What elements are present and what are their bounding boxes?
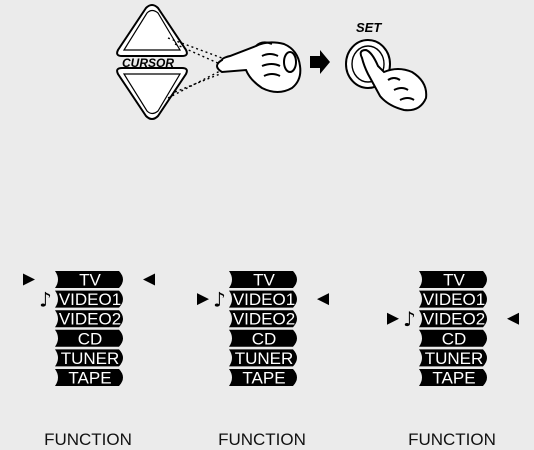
function-item-label: TV [253, 271, 275, 290]
right-triangle-icon [23, 273, 35, 286]
function-item-label: VIDEO2 [423, 310, 485, 329]
function-item[interactable]: TV [55, 271, 123, 290]
function-item[interactable]: TUNER [419, 349, 487, 368]
function-item[interactable]: VIDEO1 [55, 290, 123, 309]
cursor-down-button[interactable] [116, 67, 188, 120]
function-caption: FUNCTION [218, 430, 306, 449]
function-item[interactable]: CD [55, 329, 123, 348]
function-item-label: VIDEO1 [423, 290, 485, 309]
right-arrow-icon [310, 50, 330, 74]
function-item[interactable]: TAPE [419, 369, 487, 388]
function-item-bar [419, 329, 487, 347]
function-item-label: VIDEO1 [59, 290, 121, 309]
function-item-label: CD [442, 329, 467, 348]
function-item-label: VIDEO1 [233, 290, 295, 309]
function-item[interactable]: VIDEO2 [55, 310, 123, 329]
function-item-bar [229, 369, 297, 386]
function-item-label: TAPE [68, 369, 111, 388]
function-item[interactable]: TV [419, 271, 487, 290]
music-note-icon: ♪ [403, 307, 416, 331]
cursor-up-button[interactable] [116, 4, 188, 57]
function-item-label: TUNER [61, 349, 120, 368]
function-item[interactable]: TAPE [55, 369, 123, 388]
function-item-label: CD [252, 329, 277, 348]
function-item[interactable]: VIDEO1 [229, 290, 297, 309]
function-item-bar [229, 349, 297, 367]
cursor-buttons[interactable]: CURSOR [116, 4, 188, 120]
left-triangle-icon [317, 293, 329, 306]
function-item-label: TUNER [425, 349, 484, 368]
function-item-label: TAPE [242, 369, 285, 388]
function-item-bar [419, 349, 487, 367]
function-item-bar [419, 290, 487, 308]
function-item-bar [55, 310, 123, 328]
pointing-hand-icon [216, 41, 302, 93]
function-item[interactable]: VIDEO2 [419, 310, 487, 329]
function-item[interactable]: VIDEO2 [229, 310, 297, 329]
function-item-bar [419, 271, 487, 288]
pressing-hand-icon [359, 48, 428, 112]
set-label: SET [356, 20, 382, 35]
function-item-label: TV [79, 271, 101, 290]
music-note-icon: ♪ [213, 288, 226, 312]
function-item[interactable]: TUNER [55, 349, 123, 368]
function-item-bar [229, 290, 297, 308]
function-item-label: CD [78, 329, 103, 348]
press-motion-lines [167, 37, 223, 99]
function-item-bar [55, 290, 123, 308]
function-item-label: TAPE [432, 369, 475, 388]
function-item-bar [229, 329, 297, 347]
function-columns: TVVIDEO1VIDEO2CDTUNERTAPE♪FUNCTIONTVVIDE… [23, 271, 519, 449]
function-item[interactable]: VIDEO1 [419, 290, 487, 309]
function-item-label: TV [443, 271, 465, 290]
function-item-label: VIDEO2 [233, 310, 295, 329]
function-item-bar [55, 349, 123, 367]
function-item-bar [55, 271, 123, 288]
function-item-label: VIDEO2 [59, 310, 121, 329]
function-item-bar [419, 310, 487, 328]
function-item-label: TUNER [235, 349, 294, 368]
function-item[interactable]: TV [229, 271, 297, 290]
function-item-bar [229, 310, 297, 328]
left-triangle-icon [507, 312, 519, 325]
function-item-bar [55, 369, 123, 386]
function-caption: FUNCTION [44, 430, 132, 449]
function-item[interactable]: CD [419, 329, 487, 348]
function-item[interactable]: TUNER [229, 349, 297, 368]
function-item-bar [419, 369, 487, 386]
left-triangle-icon [143, 273, 155, 286]
function-item-bar [229, 271, 297, 288]
function-item[interactable]: CD [229, 329, 297, 348]
function-caption: FUNCTION [408, 430, 496, 449]
music-note-icon: ♪ [39, 288, 52, 312]
cursor-label: CURSOR [122, 56, 174, 70]
right-triangle-icon [197, 293, 209, 306]
right-triangle-icon [387, 312, 399, 325]
function-item[interactable]: TAPE [229, 369, 297, 388]
function-item-bar [55, 329, 123, 347]
